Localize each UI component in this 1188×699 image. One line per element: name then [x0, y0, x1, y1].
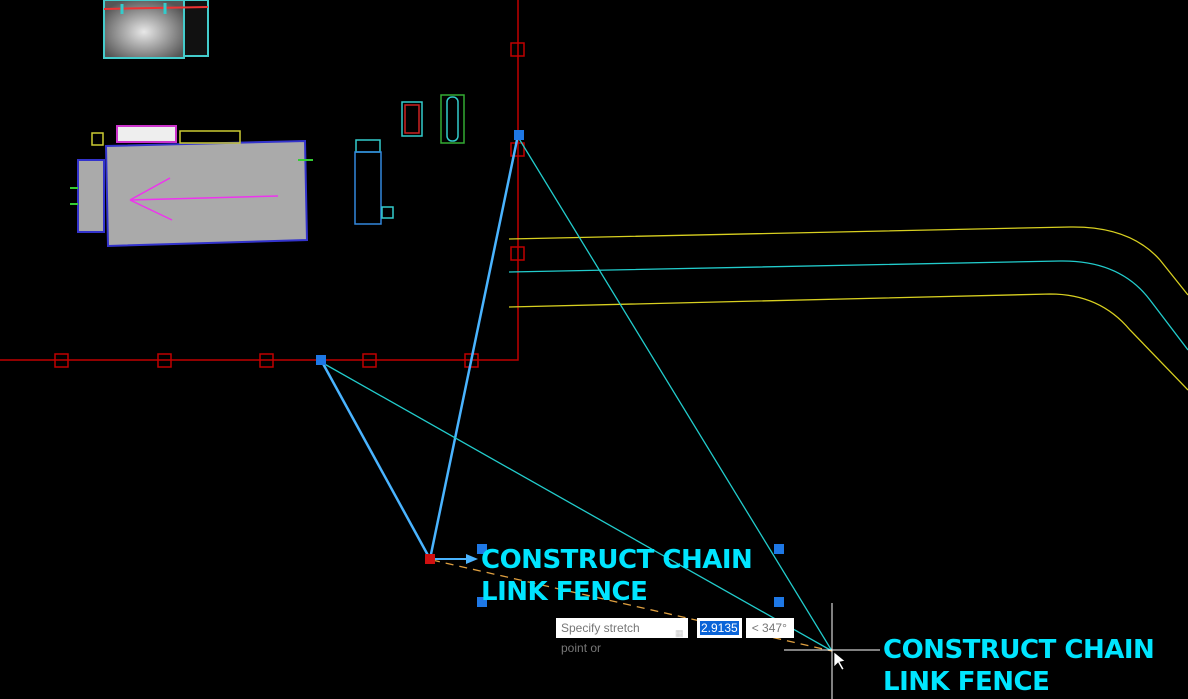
dynamic-input-prompt: Specify stretch point or ▦	[556, 618, 688, 655]
mtext-line: CONSTRUCT CHAIN	[481, 545, 753, 575]
angle-input[interactable]: < 347°	[745, 618, 794, 638]
mtext-preview: CONSTRUCT CHAIN LINK FENCE	[883, 634, 1155, 698]
grip[interactable]	[774, 597, 784, 607]
road-lines	[508, 226, 1188, 391]
options-arrow-icon[interactable]: ▦	[675, 628, 684, 638]
distance-value[interactable]: 2.9135	[700, 621, 739, 635]
distance-input[interactable]: 2.9135	[697, 618, 742, 638]
grip[interactable]	[477, 544, 487, 554]
building-block	[103, 0, 209, 59]
grip[interactable]	[316, 355, 326, 365]
grip[interactable]	[477, 597, 487, 607]
grips[interactable]	[316, 130, 784, 607]
crosshair-cursor	[784, 603, 880, 699]
mtext-selected[interactable]: CONSTRUCT CHAIN LINK FENCE	[481, 544, 753, 608]
grip-hot[interactable]	[425, 554, 435, 564]
grip[interactable]	[514, 130, 524, 140]
dynamic-input-tooltip: Specify stretch point or ▦ 2.9135 < 347°	[556, 618, 794, 655]
small-fixtures	[354, 94, 465, 225]
mtext-line: LINK FENCE	[883, 667, 1050, 697]
equipment-unit	[70, 125, 313, 248]
mtext-line: LINK FENCE	[481, 577, 648, 607]
prompt-text: Specify stretch point or	[561, 621, 640, 655]
fence-line[interactable]	[0, 0, 525, 368]
arrow-pointer-icon	[833, 651, 846, 671]
grip[interactable]	[774, 544, 784, 554]
mtext-line: CONSTRUCT CHAIN	[883, 635, 1155, 665]
